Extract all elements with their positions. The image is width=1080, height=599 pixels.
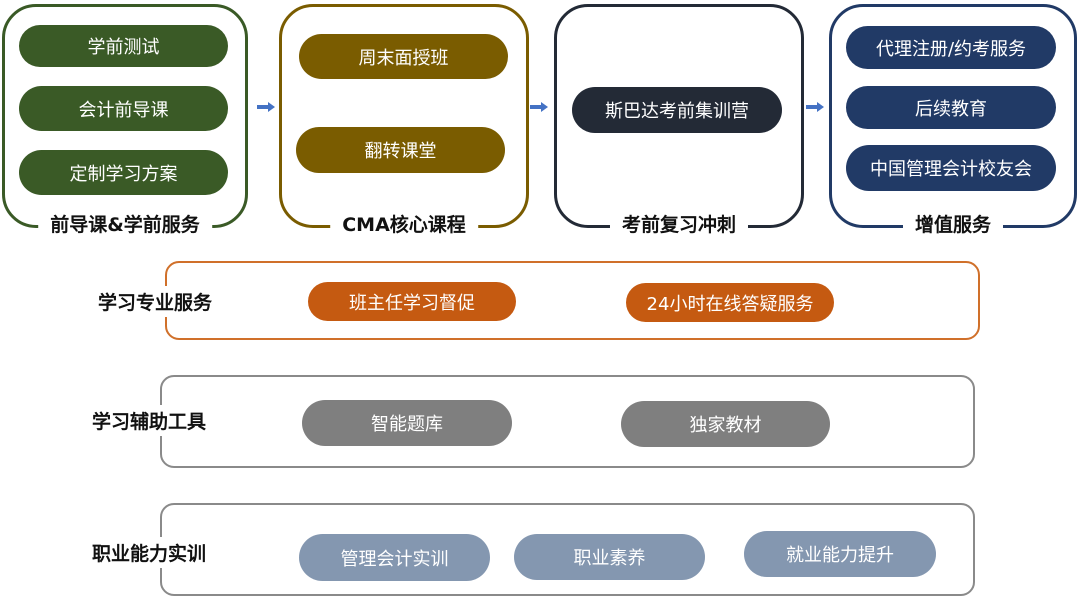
- item-weekend-class[interactable]: 周末面授班: [299, 34, 508, 79]
- row-study-tools: [160, 375, 975, 468]
- item-24h-qa[interactable]: 24小时在线答疑服务: [626, 283, 834, 322]
- item-registration-service[interactable]: 代理注册/约考服务: [846, 26, 1056, 69]
- row-label: 职业能力实训: [88, 537, 211, 568]
- item-exclusive-textbook[interactable]: 独家教材: [621, 401, 830, 447]
- row-label: 学习辅助工具: [88, 405, 211, 436]
- stage-title: 考前复习冲刺: [609, 211, 749, 239]
- row-label: 学习专业服务: [94, 286, 217, 317]
- item-sparta-camp[interactable]: 斯巴达考前集训营: [572, 87, 782, 133]
- item-pre-test[interactable]: 学前测试: [19, 25, 228, 67]
- item-alumni-association[interactable]: 中国管理会计校友会: [846, 145, 1056, 191]
- stage-title: 前导课&学前服务: [38, 211, 212, 239]
- stage-title: CMA核心课程: [330, 211, 478, 239]
- item-management-accounting[interactable]: 管理会计实训: [299, 534, 490, 581]
- item-question-bank[interactable]: 智能题库: [302, 400, 512, 446]
- stage-title: 增值服务: [902, 211, 1004, 239]
- item-custom-plan[interactable]: 定制学习方案: [19, 150, 228, 195]
- item-flipped-classroom[interactable]: 翻转课堂: [296, 127, 505, 173]
- arrow-right-icon: [257, 102, 275, 112]
- item-continuing-education[interactable]: 后续教育: [846, 86, 1056, 129]
- item-supervision[interactable]: 班主任学习督促: [308, 282, 516, 321]
- item-accounting-intro[interactable]: 会计前导课: [19, 86, 228, 131]
- item-employability[interactable]: 就业能力提升: [744, 531, 936, 577]
- item-professionalism[interactable]: 职业素养: [514, 534, 705, 580]
- row-professional-service: [165, 261, 980, 340]
- arrow-right-icon: [806, 102, 824, 112]
- arrow-right-icon: [530, 102, 548, 112]
